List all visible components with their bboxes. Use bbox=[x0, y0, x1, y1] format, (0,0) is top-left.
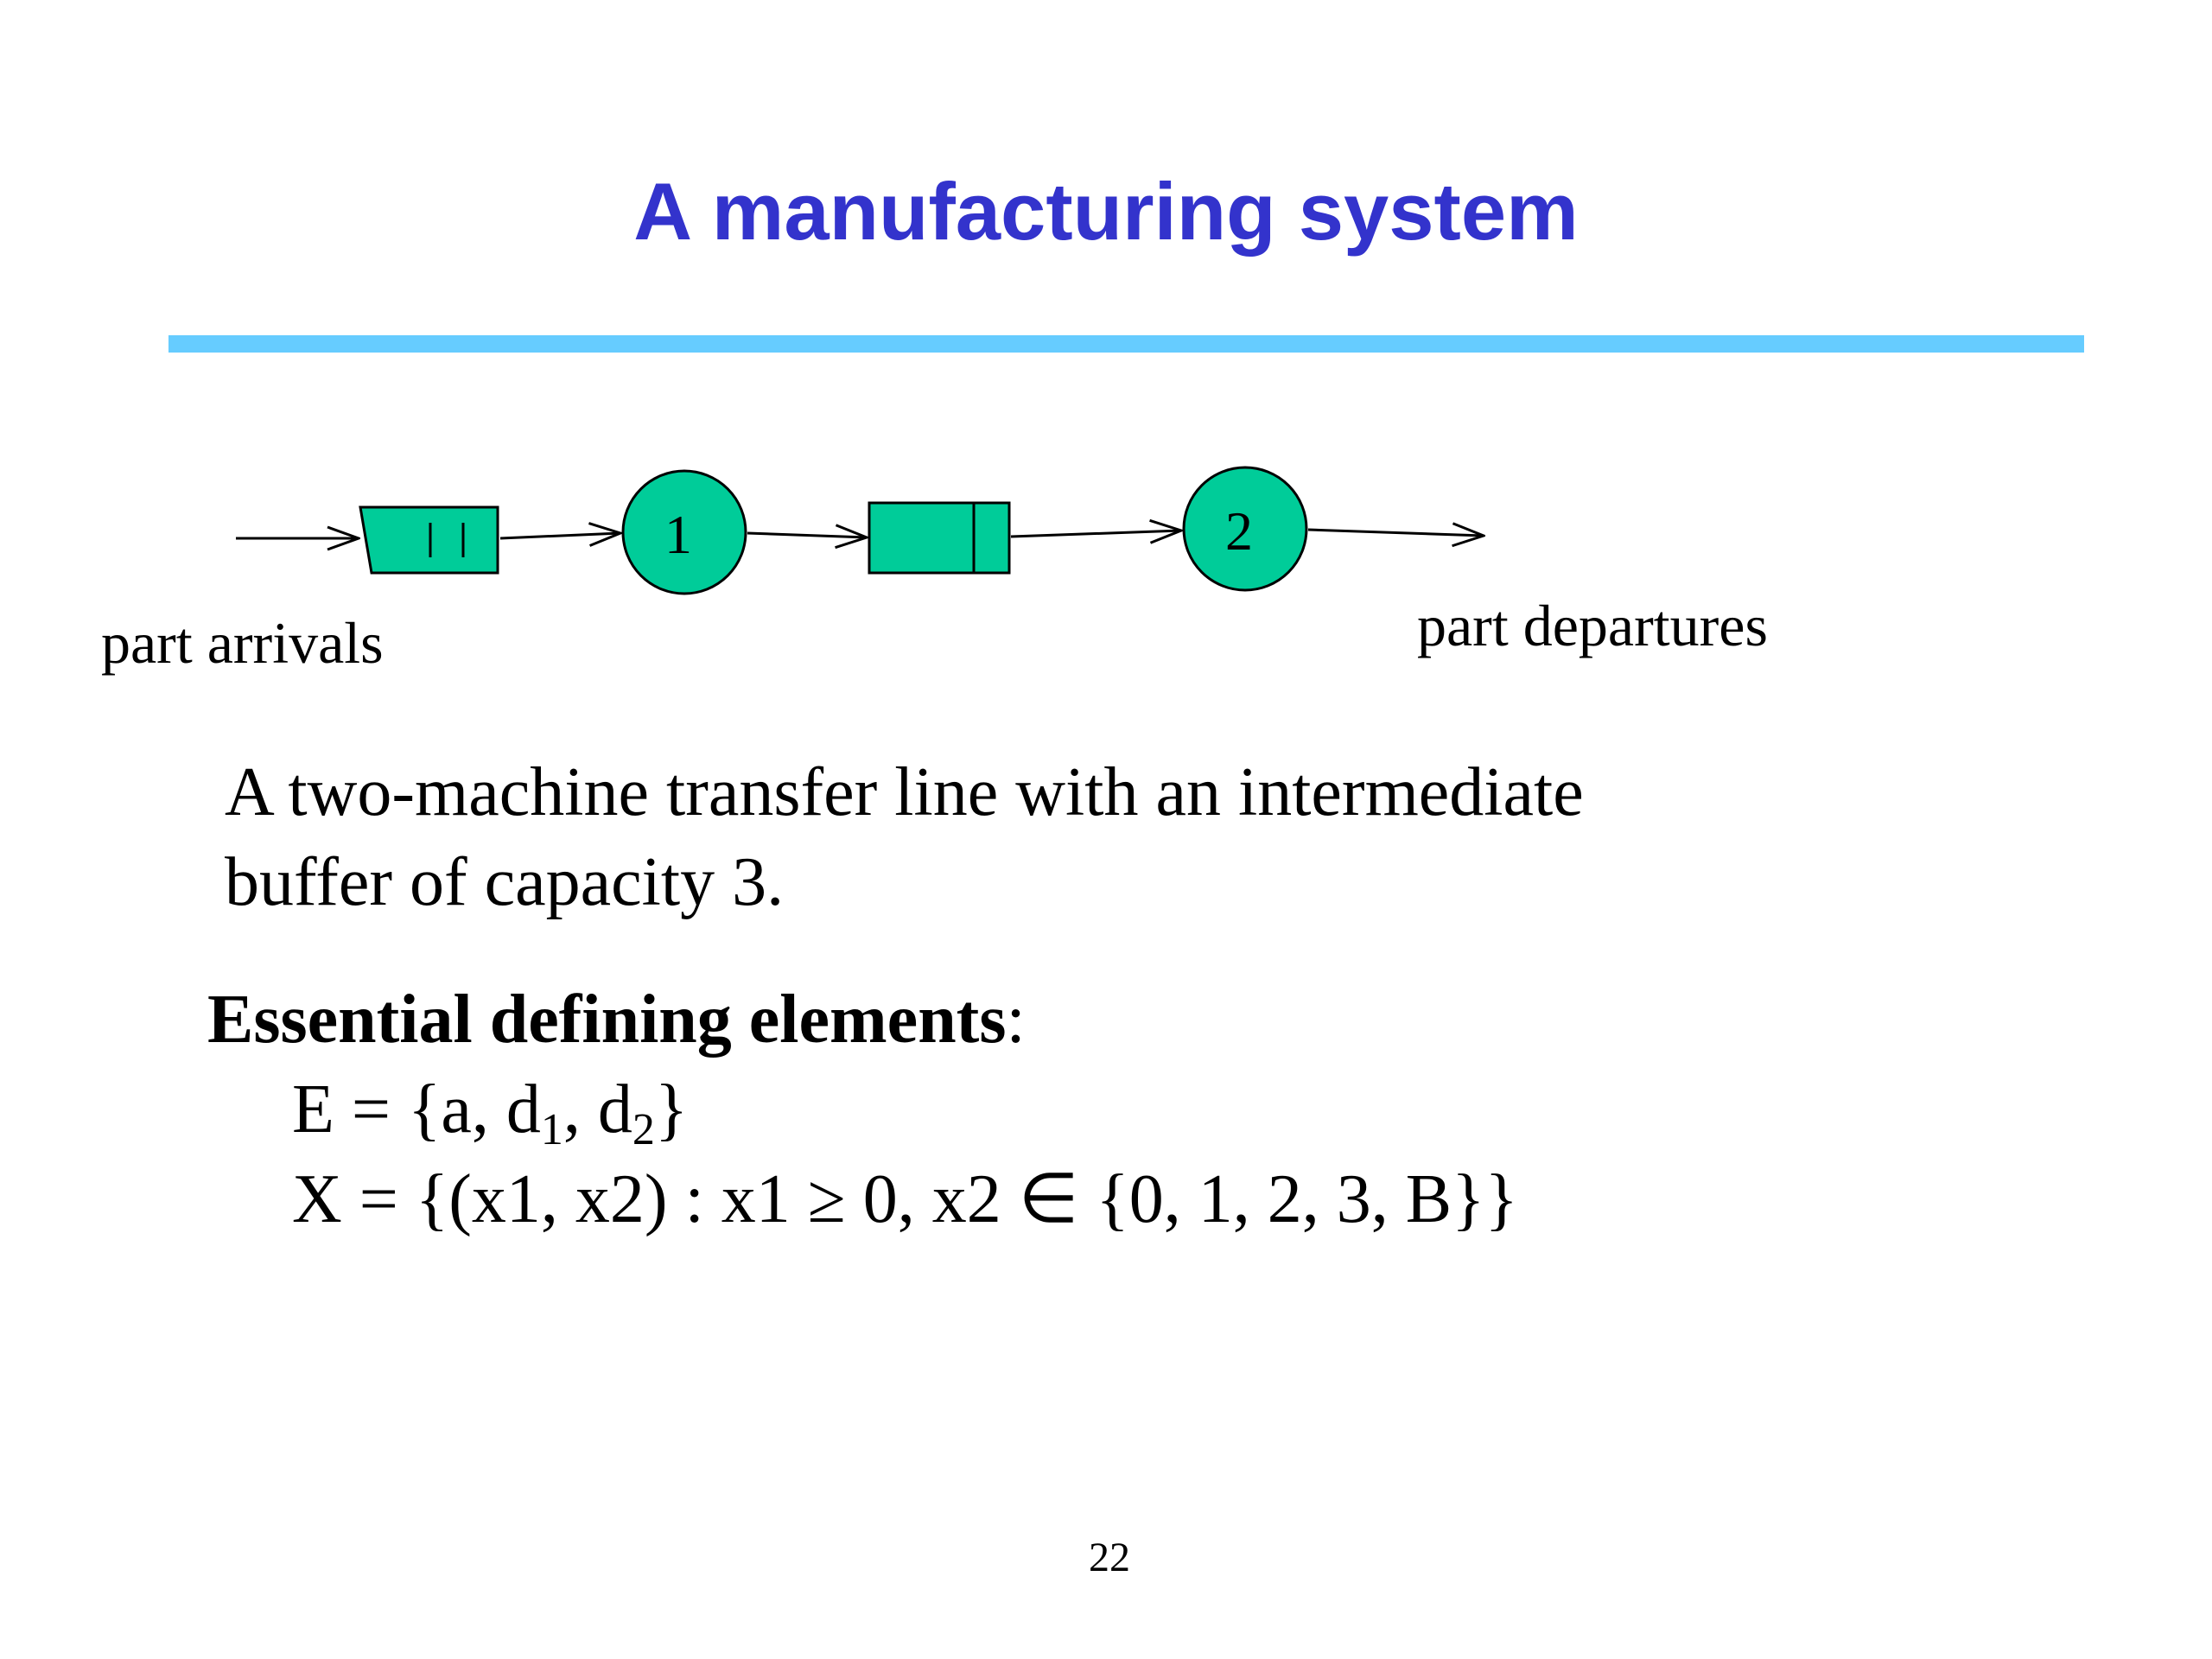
event-set-middle: , d bbox=[563, 1071, 632, 1147]
event-set-sub-2: 2 bbox=[632, 1105, 655, 1154]
event-set-suffix: } bbox=[654, 1071, 689, 1147]
machine-2 bbox=[1182, 466, 1308, 592]
machine-1-label: 1 bbox=[664, 504, 692, 565]
page-number: 22 bbox=[1089, 1535, 1130, 1580]
slide-title: A manufacturing system bbox=[633, 166, 1579, 257]
machine-1 bbox=[621, 469, 747, 595]
arrivals-label: part arrivals bbox=[101, 610, 384, 676]
description-line-1: A two-machine transfer line with an inte… bbox=[225, 754, 1584, 830]
description-line-2: buffer of capacity 3. bbox=[225, 844, 785, 920]
machine-2-label: 2 bbox=[1225, 500, 1253, 562]
elements-heading-colon: : bbox=[1006, 982, 1026, 1058]
buffer-to-machine-1-arrow bbox=[499, 533, 620, 538]
title-underline bbox=[168, 335, 2084, 353]
elements-heading: Essential defining elements: bbox=[207, 975, 1026, 1065]
departure-arrow bbox=[1307, 530, 1484, 536]
intermediate-buffer bbox=[868, 501, 1011, 575]
event-set-prefix: E = {a, d bbox=[292, 1071, 541, 1147]
state-space: X = {(x1, x2) : x1 ≥ 0, x2 ∈ {0, 1, 2, 3… bbox=[292, 1161, 1518, 1237]
description: A two-machine transfer line with an inte… bbox=[225, 747, 1866, 927]
elements-heading-text: Essential defining elements bbox=[207, 982, 1007, 1058]
event-set-sub-1: 1 bbox=[540, 1105, 563, 1154]
machine-1-to-buffer-arrow bbox=[747, 533, 867, 537]
event-set: E = {a, d1, d2} bbox=[292, 1065, 688, 1154]
transfer-line-diagram: 1 2 bbox=[236, 466, 2212, 595]
buffer-to-machine-2-arrow bbox=[1010, 531, 1181, 537]
departures-label: part departures bbox=[1417, 593, 1768, 658]
